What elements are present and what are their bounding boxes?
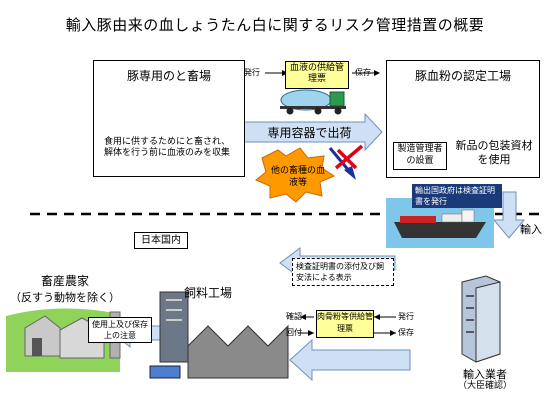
collect-label: 回付 [286,328,302,337]
slaughterhouse-heading: 豚専用のと畜場 [126,69,211,83]
livestock-farmer-heading: 畜産農家 [40,274,89,288]
supply-flow-arrow [289,338,411,382]
certified-plant-box: 豚血粉の認定工場 [386,60,540,178]
shipping-arrow [239,112,383,152]
cross-mark [334,144,364,170]
slaughterhouse-box: 豚専用のと畜場 食用に供するためにと畜され、解体を行う前に血液のみを収集 [93,60,245,177]
manager-box: 製造管理者の設置 [393,142,447,170]
feed-factory-icon [149,291,289,379]
import-arrow [492,191,526,239]
attach-cert-box: 検査証明書の添付及び飼安法による表示 [292,258,394,286]
livestock-farmer-subheading: （反すう動物を除く） [10,291,120,304]
store-label-top: 保存 [355,68,371,77]
confirm-label: 確認 [286,312,302,321]
other-blood-label: 他の畜種の血液等 [270,166,325,188]
issue-label-bottom: 発行 [398,312,414,321]
import-label: 輸入 [520,223,542,236]
tanker-truck-icon [280,89,346,115]
domestic-label: 日本国内 [134,232,188,249]
prohibited-arrow [328,147,352,173]
bonemeal-supply-slip: 肉骨粉等供給管理票 [316,310,374,338]
dedicated-container-label: 専用容器で出荷 [267,126,352,140]
usage-note-box: 使用上及び保存上の注意 [88,317,152,343]
exporter-cert-box: 輸出国政府は検査証明書を発行 [412,184,502,208]
packaging-box: 新品の包装資材を使用 [455,139,533,166]
store-label-bottom: 保存 [398,328,414,337]
importer-subheading: （大臣確認） [457,381,512,391]
slaughterhouse-description: 食用に供するためにと畜され、解体を行う前に血液のみを収集 [104,137,231,158]
page-title: 輸入豚由来の血しょうたん白に関するリスク管理措置の概要 [65,16,485,34]
feed-factory-heading: 飼料工場 [184,286,233,300]
certified-plant-heading: 豚血粉の認定工場 [414,69,511,83]
blood-supply-slip: 血液の供給管理票 [285,61,349,89]
issue-label-top: 発行 [244,68,260,77]
importer-heading: 輸入業者 [463,368,507,381]
other-blood-burst [255,147,336,203]
importer-building-icon [461,275,501,363]
